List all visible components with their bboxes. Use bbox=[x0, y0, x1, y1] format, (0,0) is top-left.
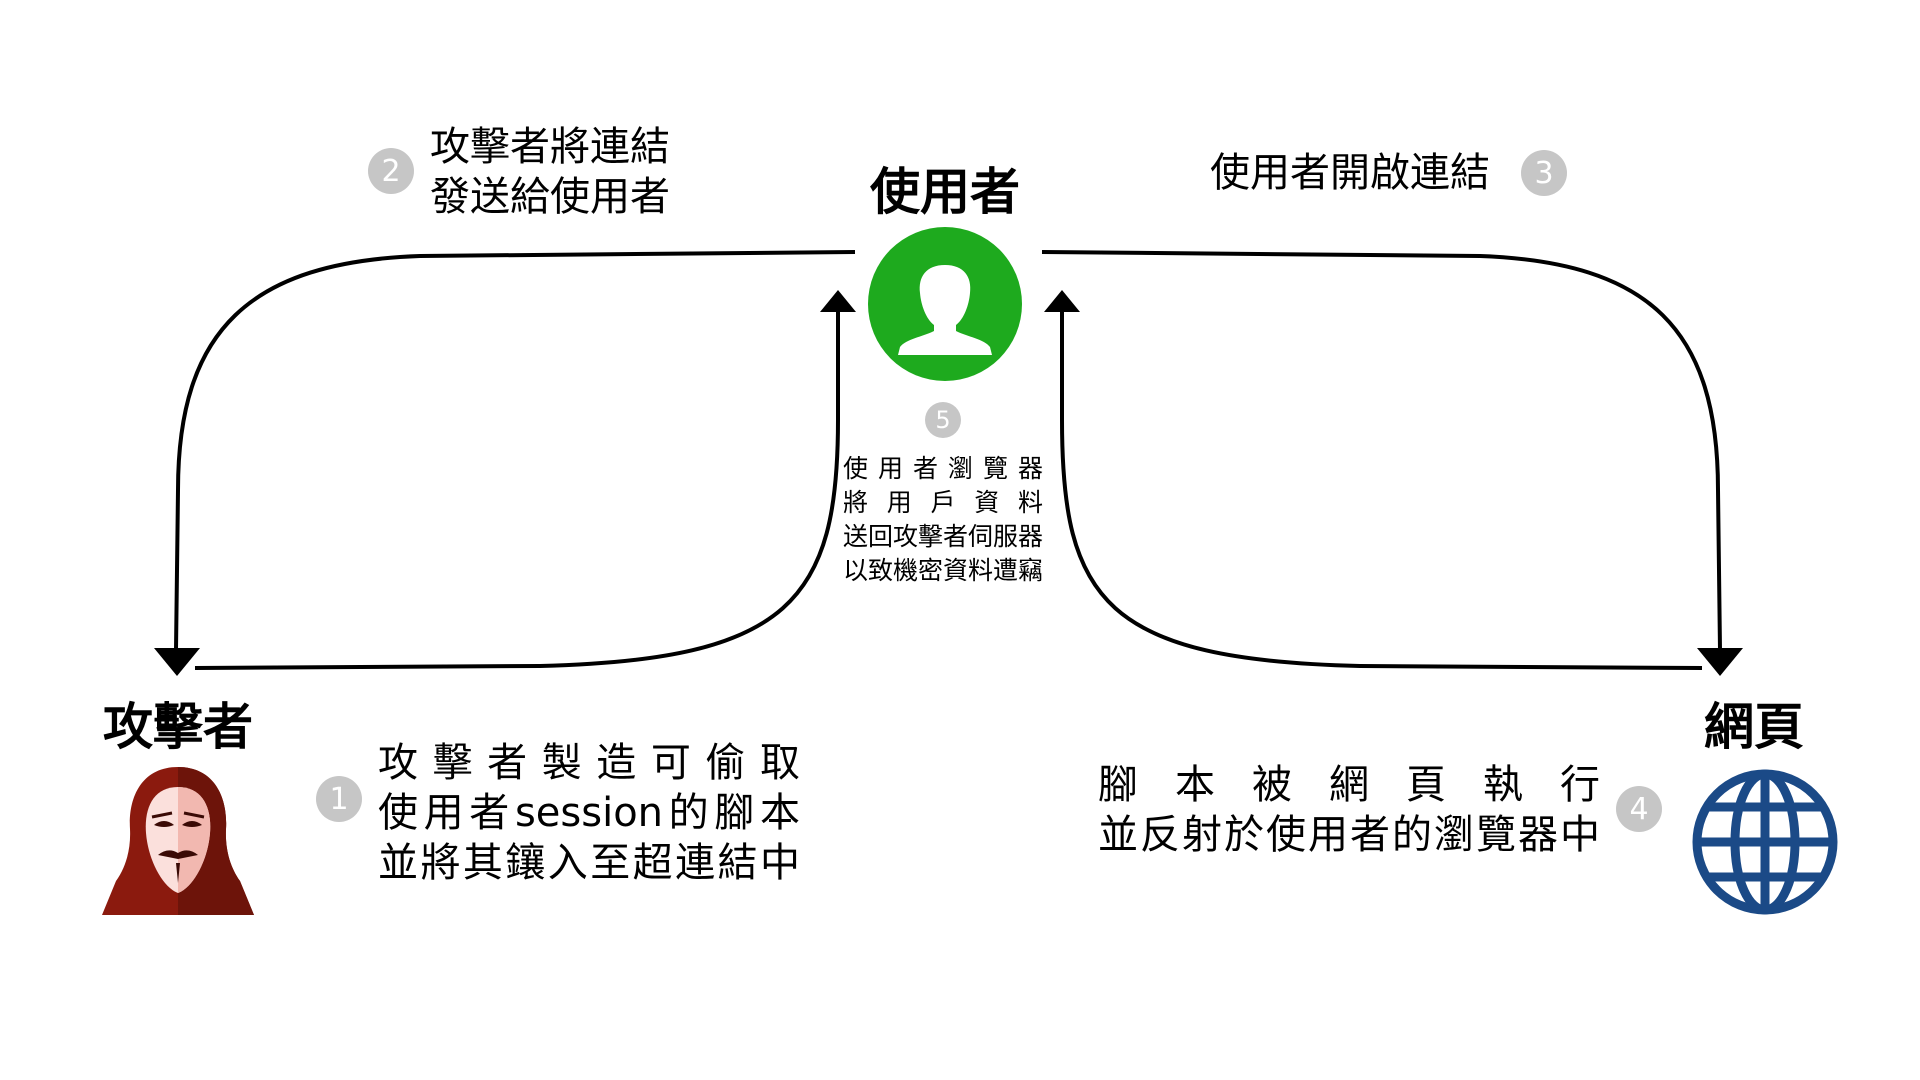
step-5-text: 使用者瀏覽器 將用戶資料 送回攻擊者伺服器 以致機密資料遭竊 bbox=[843, 452, 1043, 588]
step-3-text: 使用者開啟連結 bbox=[1210, 148, 1490, 198]
arrowhead-webpage bbox=[1697, 648, 1743, 676]
user-title: 使用者 bbox=[870, 163, 1020, 221]
step-1-line-3: 並將其鑲入至超連結中 bbox=[378, 840, 800, 886]
arrow-webpage-to-user bbox=[1060, 310, 1703, 670]
step-5-line-3: 送回攻擊者伺服器 bbox=[843, 522, 1044, 551]
step-4-line-1: 腳本被網頁執行 bbox=[1098, 762, 1600, 808]
step-2-text: 攻擊者將連結 發送給使用者 bbox=[430, 122, 670, 222]
globe-icon bbox=[1692, 769, 1838, 915]
arrowhead-user-left bbox=[820, 290, 856, 312]
arrowhead-user-right bbox=[1044, 290, 1080, 312]
step-5-badge: 5 bbox=[925, 402, 961, 438]
step-4-badge: 4 bbox=[1616, 786, 1662, 832]
step-5-line-1: 使用者瀏覽器 bbox=[843, 454, 1043, 483]
attacker-title: 攻擊者 bbox=[103, 698, 253, 756]
arrowhead-attacker bbox=[154, 648, 200, 676]
step-2-line-1: 攻擊者將連結 bbox=[430, 124, 670, 170]
step-4-text: 腳本被網頁執行 並反射於使用者的瀏覽器中 bbox=[1098, 760, 1600, 860]
step-3-badge: 3 bbox=[1521, 150, 1567, 196]
step-3-line-1: 使用者開啟連結 bbox=[1210, 150, 1490, 196]
user-avatar-icon bbox=[868, 227, 1022, 381]
step-1-badge: 1 bbox=[316, 776, 362, 822]
webpage-title: 網頁 bbox=[1704, 698, 1804, 756]
step-2-line-2: 發送給使用者 bbox=[430, 174, 670, 220]
step-4-line-2: 並反射於使用者的瀏覽器中 bbox=[1098, 812, 1600, 858]
step-2-badge: 2 bbox=[368, 148, 414, 194]
step-5-line-4: 以致機密資料遭竊 bbox=[843, 556, 1044, 585]
step-5-line-2: 將用戶資料 bbox=[843, 488, 1043, 517]
step-1-line-2: 使用者session的腳本 bbox=[378, 790, 800, 836]
arrow-attacker-to-user bbox=[194, 310, 840, 670]
arrow-user-to-webpage bbox=[1041, 250, 1722, 651]
step-1-line-1: 攻擊者製造可偷取 bbox=[378, 740, 800, 786]
arrow-user-to-attacker bbox=[174, 250, 856, 651]
step-1-text: 攻擊者製造可偷取 使用者session的腳本 並將其鑲入至超連結中 bbox=[378, 738, 800, 888]
hooded-hacker-icon bbox=[102, 767, 254, 915]
